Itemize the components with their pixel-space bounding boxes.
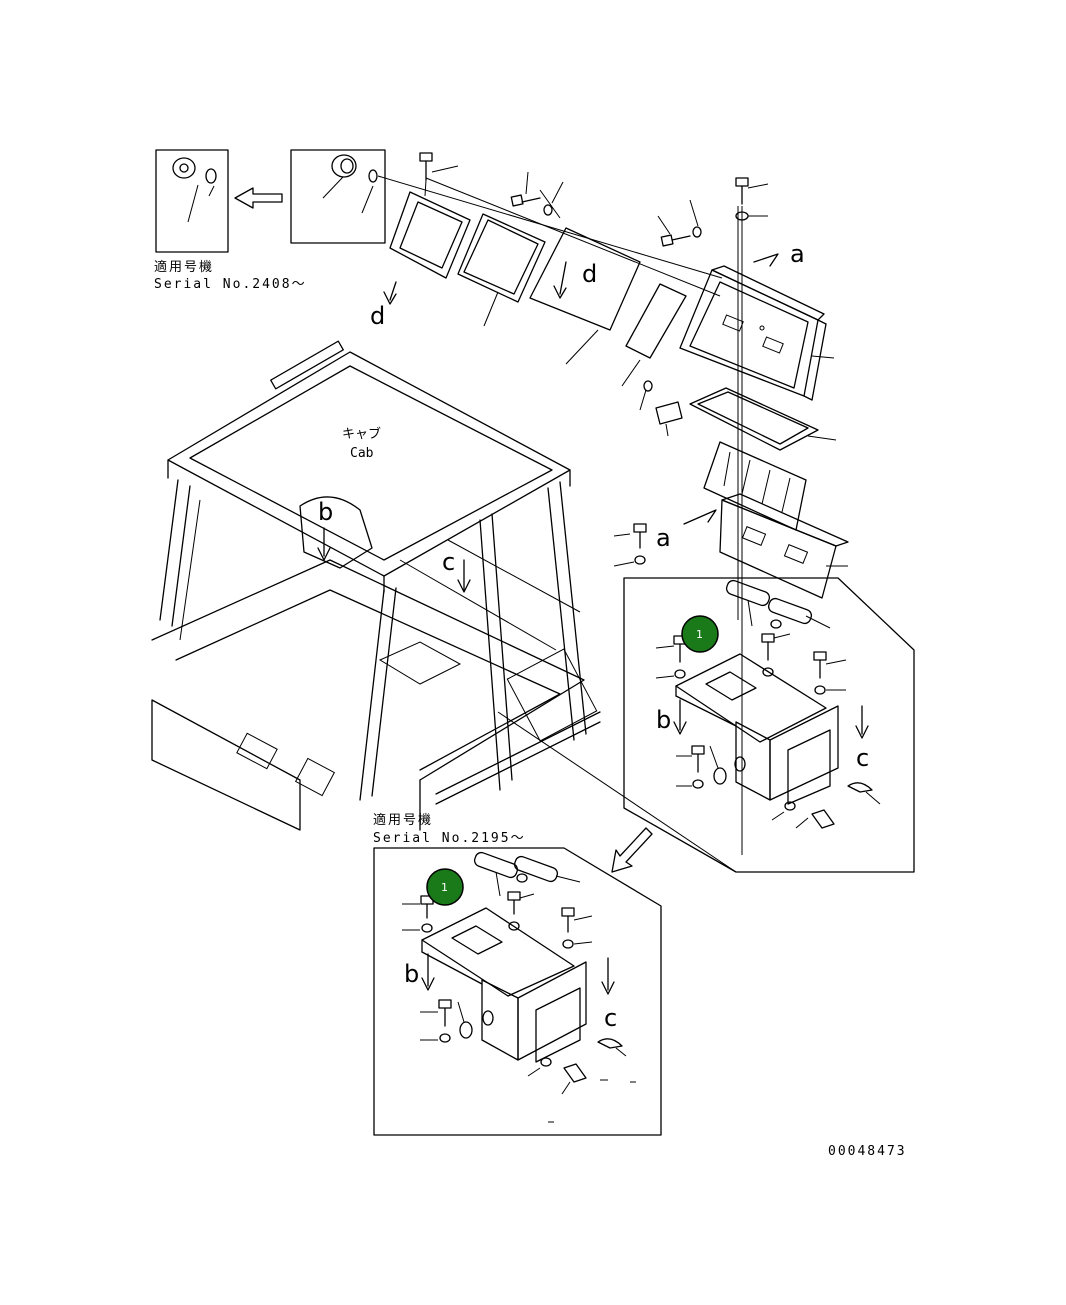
gasket	[621, 283, 687, 387]
detail-arrow	[611, 827, 653, 873]
view-letter-b-lower: b	[404, 960, 419, 988]
clip-small	[639, 380, 683, 437]
bolt-bracket	[613, 523, 647, 567]
visor-frame	[389, 179, 471, 279]
bolt-housing	[735, 177, 769, 221]
bolt-top	[419, 152, 459, 181]
monitor-housing	[679, 253, 835, 401]
bolt-side	[657, 199, 702, 247]
view-letter-d-1: d	[370, 302, 385, 330]
view-letter-a-mid: a	[656, 524, 671, 552]
detail-box-lower	[373, 847, 662, 1136]
serial-label-jp-2: 適用号機	[373, 812, 433, 828]
figure-number: 00048473	[828, 1144, 907, 1159]
lower-bracket	[683, 493, 849, 599]
replacement-arrow	[234, 187, 283, 209]
gasket-plate	[689, 387, 837, 451]
callout-1-right[interactable]: 1	[681, 615, 719, 653]
serial-label-1: Serial No.2408～	[154, 277, 307, 292]
cab-frame	[151, 340, 601, 831]
callout-1-lower[interactable]: 1	[426, 868, 464, 906]
callout-1-right-label: 1	[696, 628, 703, 641]
bolt-cover	[510, 171, 564, 216]
view-letter-c-cab: c	[442, 548, 455, 576]
visor-glass	[457, 213, 546, 327]
view-letter-c-lower: c	[604, 1004, 617, 1032]
view-letter-a-top: a	[790, 240, 805, 268]
view-letter-b-cab: b	[318, 498, 333, 526]
inset-new-part	[290, 149, 386, 244]
callout-1-lower-label: 1	[441, 881, 448, 894]
serial-label-jp-1: 適用号機	[154, 259, 214, 275]
serial-label-2: Serial No.2195～	[373, 831, 526, 846]
view-letter-b-right: b	[656, 706, 671, 734]
detail-box-right	[497, 577, 915, 873]
inset-old-part	[155, 149, 229, 253]
view-letter-c-right: c	[856, 744, 869, 772]
cab-label-en: Cab	[350, 446, 374, 461]
view-letter-d-2: d	[582, 260, 597, 288]
cab-label-jp: キャブ	[342, 426, 381, 442]
cover-plate	[529, 189, 641, 365]
